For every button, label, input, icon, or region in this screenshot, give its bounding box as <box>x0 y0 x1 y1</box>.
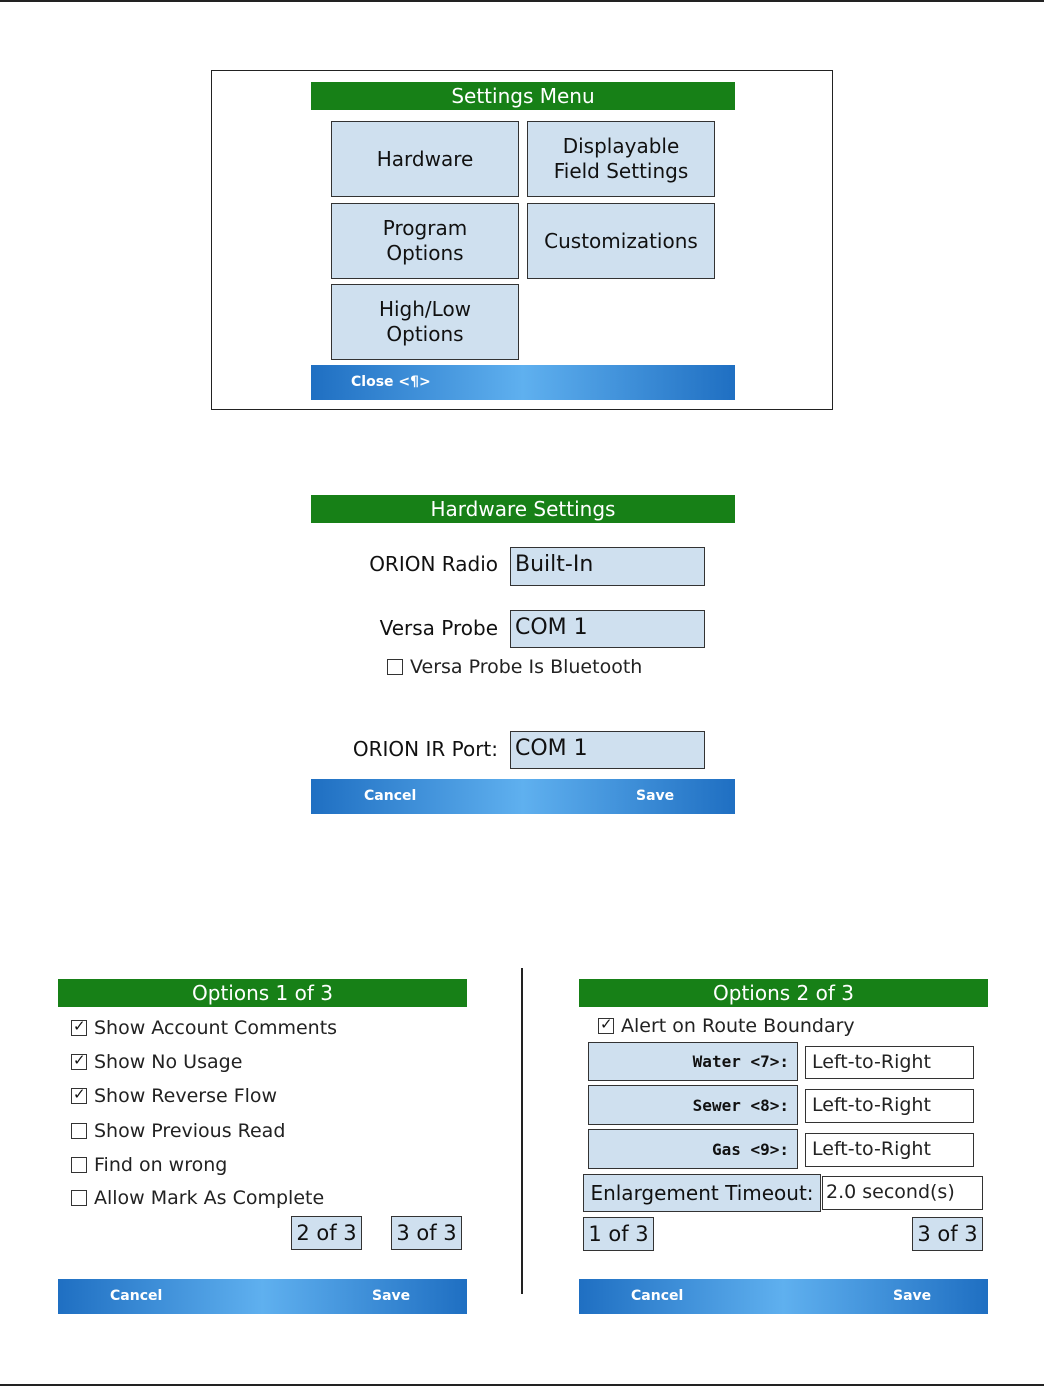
options-1-title: Options 1 of 3 <box>58 979 467 1007</box>
gas-direction-button[interactable]: Gas <9>: <box>588 1129 798 1169</box>
cancel-softkey[interactable]: Cancel <box>110 1288 163 1304</box>
show-account-comments-checkbox[interactable]: Show Account Comments <box>71 1017 337 1039</box>
find-on-wrong-checkbox[interactable]: Find on wrong <box>71 1154 227 1176</box>
alert-on-route-boundary-checkbox[interactable]: Alert on Route Boundary <box>598 1015 855 1037</box>
cancel-softkey[interactable]: Cancel <box>364 788 417 804</box>
customizations-tile[interactable]: Customizations <box>527 203 715 279</box>
show-no-usage-checkbox[interactable]: Show No Usage <box>71 1051 242 1073</box>
versa-probe-label: Versa Probe <box>379 616 498 640</box>
save-softkey[interactable]: Save <box>636 788 675 804</box>
options-2-softkey-bar: Cancel Save <box>579 1279 988 1314</box>
show-previous-read-checkbox[interactable]: Show Previous Read <box>71 1120 285 1142</box>
checkbox-checked-icon <box>71 1051 87 1070</box>
checkbox-checked-icon <box>71 1085 87 1104</box>
page-3-button[interactable]: 3 of 3 <box>912 1217 983 1251</box>
options-1-window: Options 1 of 3 Show Account Comments Sho… <box>58 979 467 1314</box>
versa-probe-bluetooth-checkbox[interactable]: Versa Probe Is Bluetooth <box>387 656 642 678</box>
options-1-softkey-bar: Cancel Save <box>58 1279 467 1314</box>
checkbox-icon <box>71 1190 87 1206</box>
enlargement-timeout-button[interactable]: Enlargement Timeout: <box>583 1174 821 1212</box>
allow-mark-as-complete-checkbox[interactable]: Allow Mark As Complete <box>71 1187 324 1209</box>
checkbox-label: Show No Usage <box>94 1051 243 1073</box>
settings-menu-frame <box>211 70 833 410</box>
checkbox-label: Allow Mark As Complete <box>94 1187 325 1209</box>
settings-menu-title: Settings Menu <box>311 82 735 110</box>
sewer-direction-button[interactable]: Sewer <8>: <box>588 1085 798 1125</box>
options-2-window: Options 2 of 3 Alert on Route Boundary W… <box>579 979 988 1314</box>
options-2-title: Options 2 of 3 <box>579 979 988 1007</box>
settings-menu-softkey-bar: Close <¶> <box>311 365 735 400</box>
checkbox-icon <box>71 1123 87 1139</box>
gas-direction-value[interactable]: Left-to-Right <box>805 1133 974 1167</box>
checkbox-label: Show Previous Read <box>94 1120 286 1142</box>
close-softkey[interactable]: Close <¶> <box>351 374 431 390</box>
settings-menu-window: Settings Menu Hardware Displayable Field… <box>311 82 735 400</box>
hardware-tile[interactable]: Hardware <box>331 121 519 197</box>
sewer-direction-value[interactable]: Left-to-Right <box>805 1089 974 1123</box>
orion-ir-port-label: ORION IR Port: <box>352 737 498 761</box>
water-direction-button[interactable]: Water <7>: <box>588 1042 798 1081</box>
cancel-softkey[interactable]: Cancel <box>631 1288 684 1304</box>
panel-divider <box>521 968 523 1294</box>
high-low-options-tile[interactable]: High/Low Options <box>331 284 519 360</box>
checkbox-label: Find on wrong <box>94 1154 228 1176</box>
bottom-rule <box>0 1384 1044 1386</box>
orion-radio-label: ORION Radio <box>369 552 498 576</box>
enlargement-timeout-value[interactable]: 2.0 second(s) <box>822 1176 983 1210</box>
checkbox-label: Show Account Comments <box>94 1017 338 1039</box>
show-reverse-flow-checkbox[interactable]: Show Reverse Flow <box>71 1085 277 1107</box>
checkbox-checked-icon <box>71 1017 87 1036</box>
page-2-button[interactable]: 2 of 3 <box>291 1216 362 1250</box>
versa-probe-field[interactable]: COM 1 <box>510 610 705 648</box>
versa-probe-bluetooth-label: Versa Probe Is Bluetooth <box>410 656 643 678</box>
checkbox-checked-icon <box>598 1015 614 1034</box>
alert-on-route-boundary-label: Alert on Route Boundary <box>621 1015 855 1037</box>
hardware-settings-title: Hardware Settings <box>311 495 735 523</box>
save-softkey[interactable]: Save <box>893 1288 932 1304</box>
orion-ir-port-field[interactable]: COM 1 <box>510 731 705 769</box>
checkbox-label: Show Reverse Flow <box>94 1085 278 1107</box>
program-options-tile[interactable]: Program Options <box>331 203 519 279</box>
displayable-field-settings-tile[interactable]: Displayable Field Settings <box>527 121 715 197</box>
checkbox-icon <box>387 659 403 675</box>
top-rule <box>0 0 1044 2</box>
orion-radio-field[interactable]: Built-In <box>510 547 705 586</box>
checkbox-icon <box>71 1157 87 1173</box>
water-direction-value[interactable]: Left-to-Right <box>805 1046 974 1079</box>
hardware-softkey-bar: Cancel Save <box>311 779 735 814</box>
save-softkey[interactable]: Save <box>372 1288 411 1304</box>
page-3-button[interactable]: 3 of 3 <box>391 1216 462 1250</box>
page-1-button[interactable]: 1 of 3 <box>583 1217 654 1251</box>
hardware-settings-window: Hardware Settings ORION Radio Built-In V… <box>311 495 735 814</box>
